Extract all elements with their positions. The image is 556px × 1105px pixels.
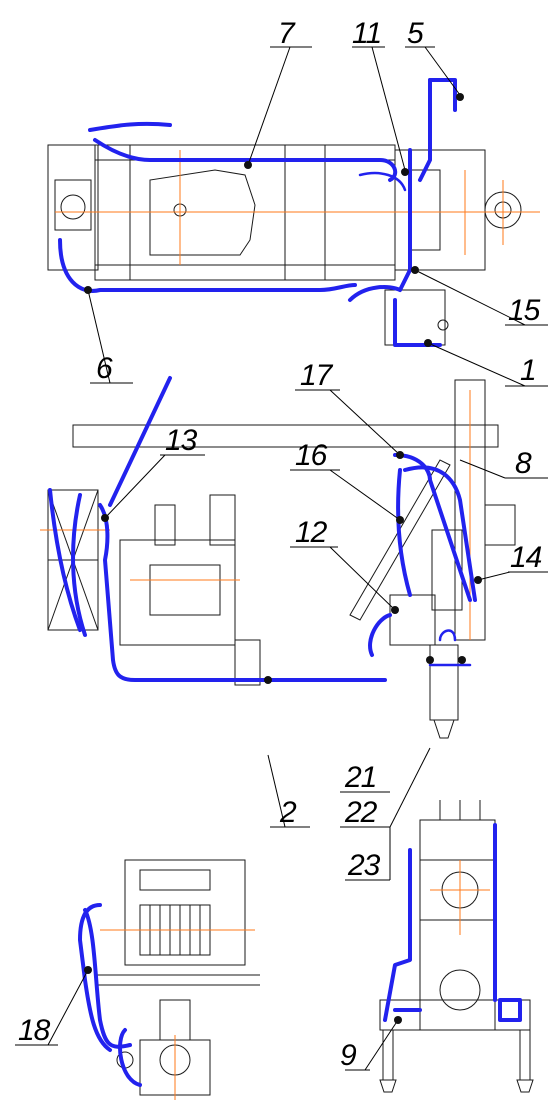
- label-2: 2: [279, 796, 297, 829]
- label-18: 18: [18, 1014, 51, 1047]
- front-base: [379, 999, 531, 1031]
- label-12: 12: [295, 516, 328, 549]
- label-15: 15: [508, 294, 541, 327]
- front-motor: [439, 969, 481, 1011]
- label-23: 23: [347, 849, 381, 882]
- drill-rod: [429, 644, 459, 721]
- callouts: 7 11 5 6 15 1 13 17 16 12 14 8 2 21 22 2…: [18, 17, 543, 1072]
- base-beam: [72, 424, 499, 448]
- label-11: 11: [352, 17, 381, 50]
- label-16: 16: [295, 439, 328, 472]
- label-1: 1: [520, 354, 536, 387]
- top-view: [47, 78, 540, 347]
- side-view: [40, 376, 516, 739]
- oil-tank: [389, 594, 436, 646]
- boom-arm: [349, 459, 451, 621]
- front-view: [379, 800, 534, 1093]
- winch-view: [78, 859, 260, 1100]
- label-9: 9: [340, 1039, 357, 1072]
- label-6: 6: [96, 352, 113, 385]
- cab-block: [47, 144, 99, 271]
- label-17: 17: [300, 359, 334, 392]
- winch-frame: [124, 859, 246, 966]
- leader-lines: [15, 46, 548, 1071]
- label-5: 5: [407, 17, 424, 50]
- label-8: 8: [515, 447, 532, 480]
- label-22: 22: [344, 796, 378, 829]
- label-21: 21: [344, 761, 376, 794]
- engine: [119, 539, 236, 646]
- label-7: 7: [278, 17, 296, 50]
- fittings: [84, 93, 482, 1024]
- label-14: 14: [510, 541, 542, 574]
- label-13: 13: [165, 424, 198, 457]
- front-frame: [419, 819, 496, 1031]
